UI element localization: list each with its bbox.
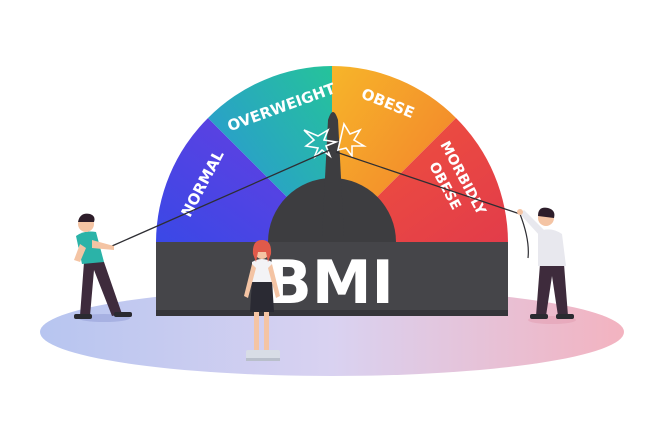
gauge-arc	[156, 66, 508, 242]
rope-right-tail	[519, 213, 529, 259]
rope-right	[335, 151, 521, 215]
gauge-base	[156, 242, 508, 314]
spark-icon	[303, 121, 367, 159]
gauge-base-shadow	[156, 310, 508, 316]
gauge-needle	[322, 112, 344, 236]
man-left-figure	[74, 213, 132, 322]
man-right-figure	[517, 207, 576, 324]
scale-icon	[246, 350, 280, 360]
bmi-title: BMI	[266, 248, 394, 318]
woman-on-scale-figure	[244, 240, 280, 361]
rope-left	[111, 149, 331, 247]
